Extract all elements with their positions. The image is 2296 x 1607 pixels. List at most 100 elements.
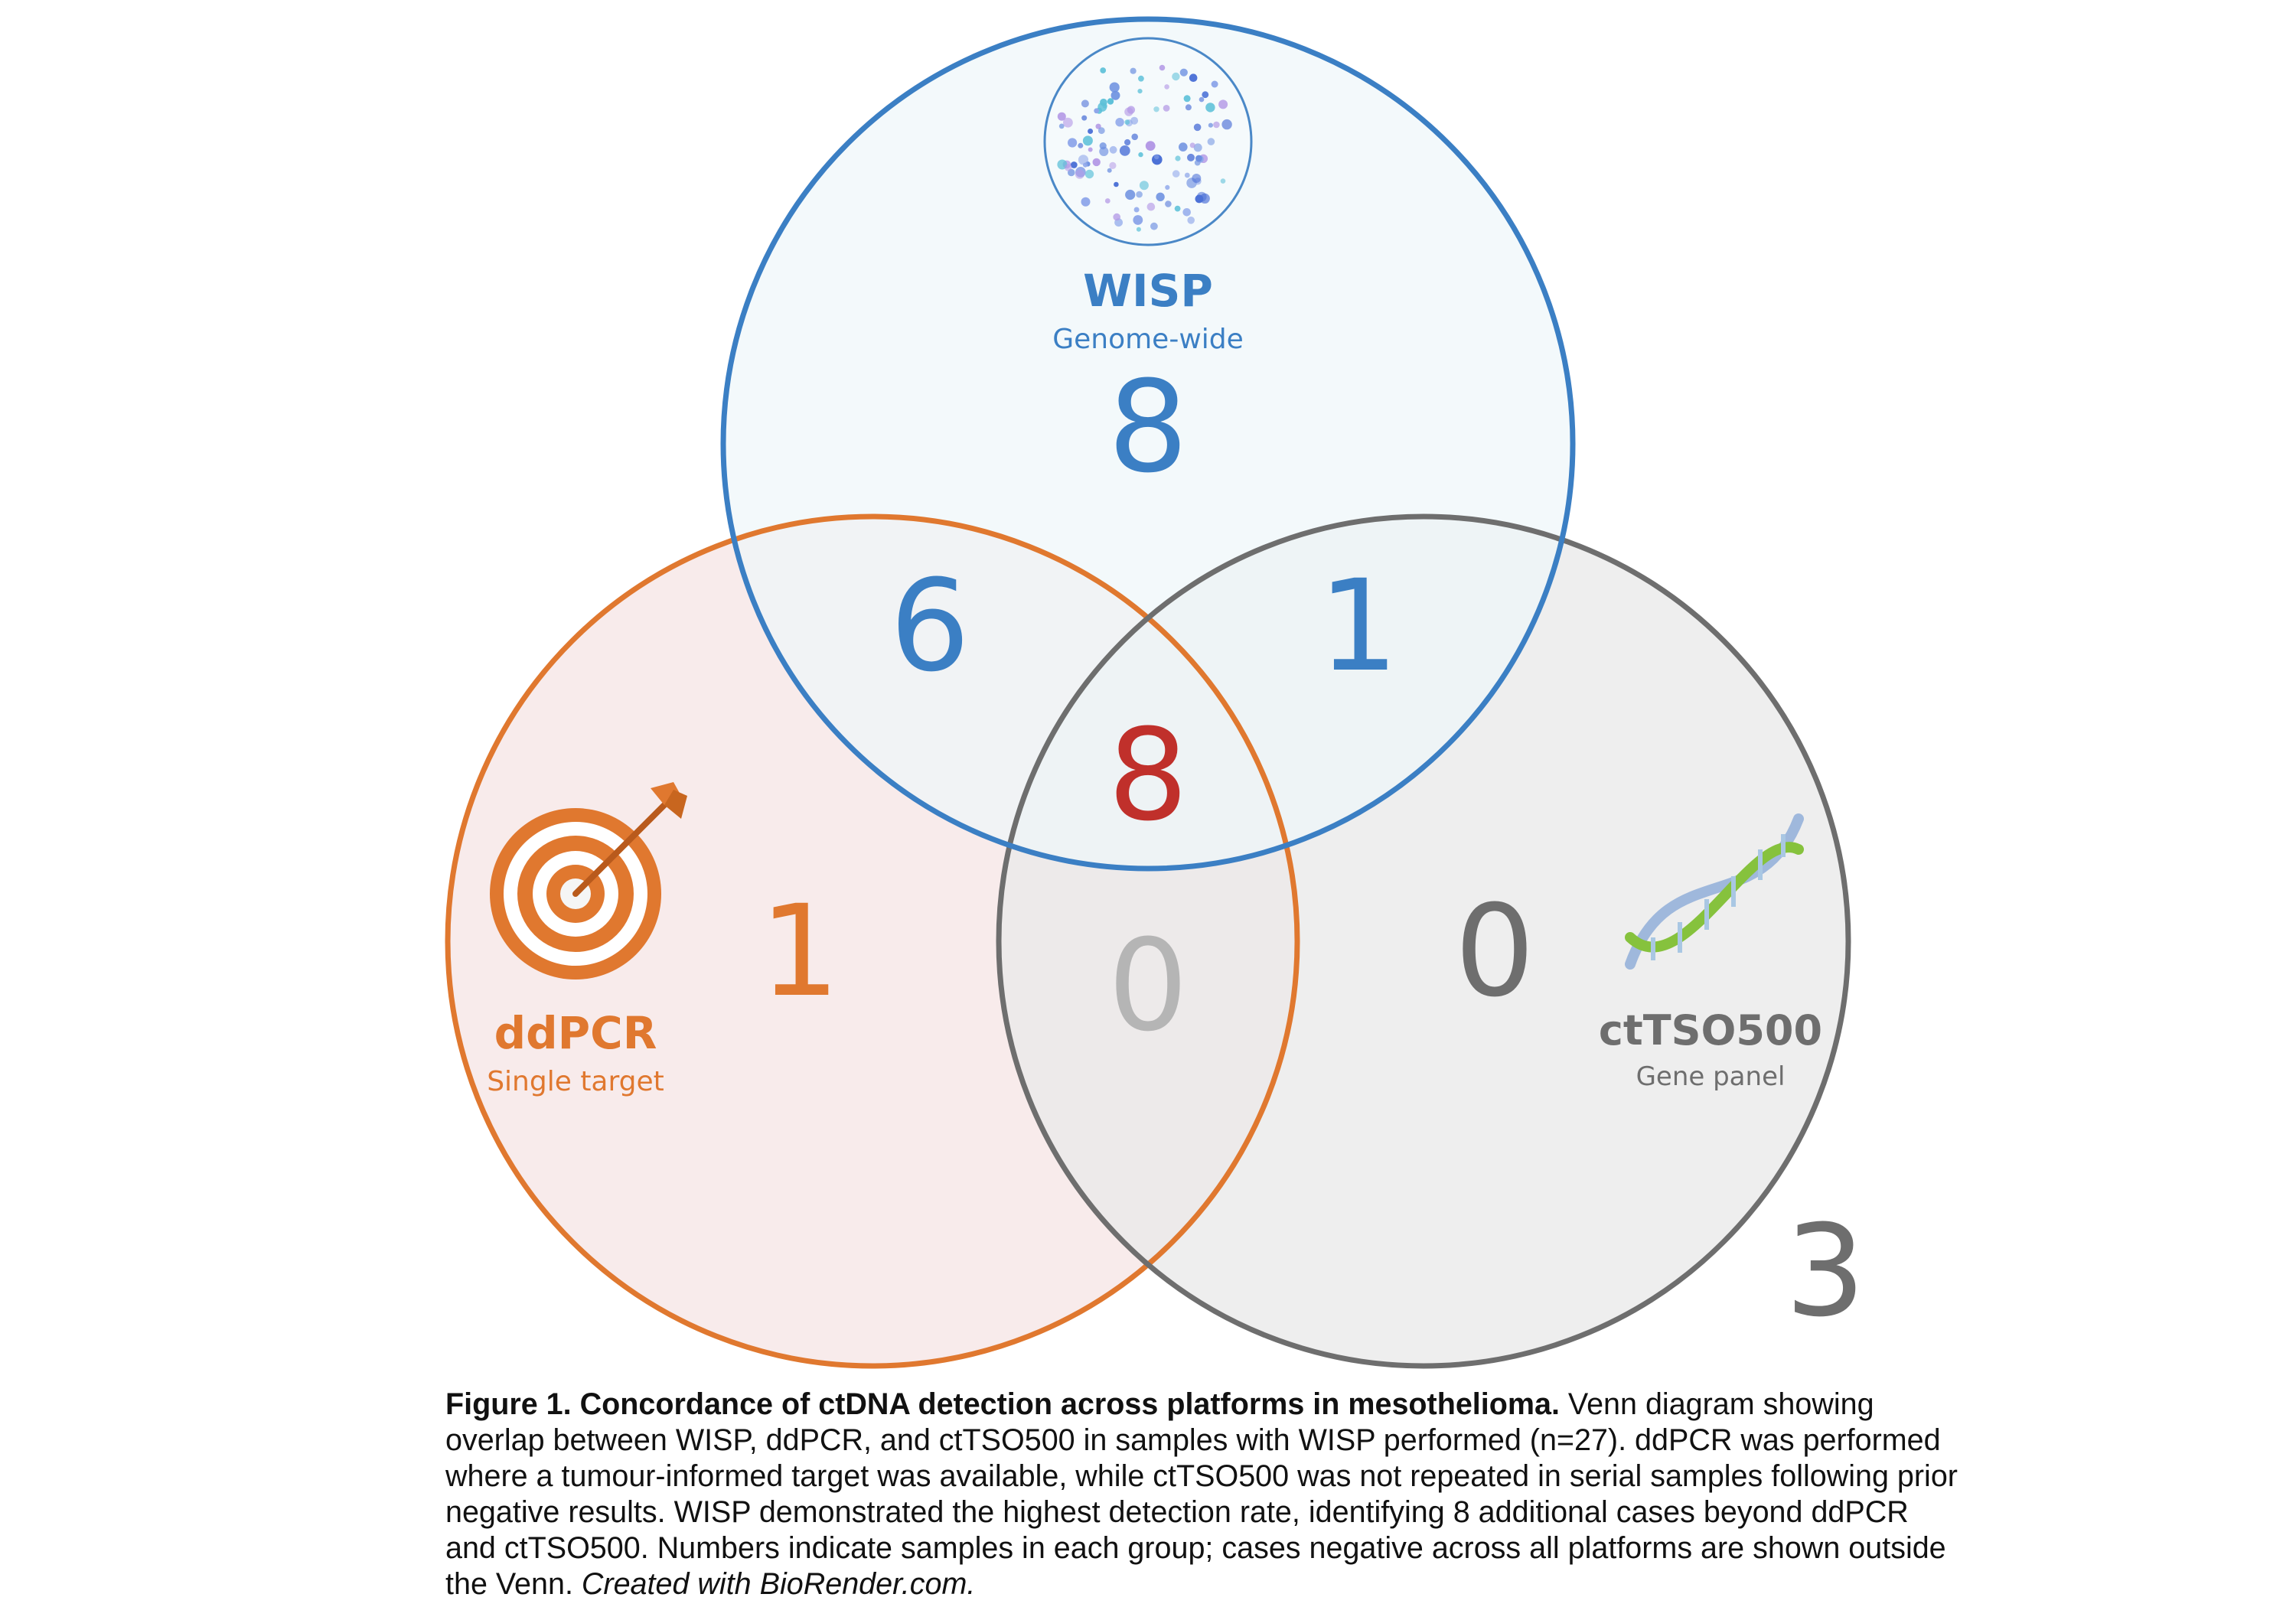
- sphere-dot: [1057, 112, 1066, 121]
- sphere-dot: [1107, 98, 1114, 105]
- sphere-dot: [1084, 169, 1094, 179]
- sphere-dot: [1165, 200, 1172, 207]
- sphere-dot: [1130, 67, 1137, 74]
- ddpcr-subtitle: Single target: [487, 1066, 664, 1097]
- sphere-dot: [1163, 105, 1170, 112]
- sphere-dot: [1109, 82, 1120, 93]
- count-cttso-only: 0: [1455, 878, 1535, 1025]
- sphere-dot: [1124, 107, 1133, 116]
- sphere-dot: [1172, 170, 1180, 178]
- sphere-dot: [1150, 222, 1158, 230]
- sphere-dot: [1145, 141, 1156, 152]
- sphere-dot: [1221, 119, 1232, 130]
- caption-title: Figure 1. Concordance of ctDNA detection…: [445, 1387, 1560, 1421]
- sphere-dot: [1100, 98, 1107, 106]
- sphere-dot: [1078, 142, 1084, 148]
- sphere-dot: [1179, 142, 1188, 152]
- sphere-dot: [1125, 189, 1136, 200]
- sphere-dot: [1092, 158, 1101, 167]
- sphere-dot: [1195, 194, 1204, 204]
- sphere-dot: [1159, 64, 1166, 71]
- target-arrow-icon: [490, 782, 687, 980]
- wisp-circle: [720, 16, 1576, 872]
- sphere-dot: [1131, 133, 1138, 141]
- sphere-dot: [1153, 154, 1159, 160]
- sphere-dot: [1193, 123, 1202, 132]
- wisp-circle-fill: [723, 19, 1573, 869]
- sphere-dot: [1175, 155, 1181, 161]
- sphere-dot: [1109, 145, 1117, 154]
- sphere-dot: [1220, 178, 1226, 184]
- sphere-dot: [1082, 135, 1093, 146]
- sphere-dot: [1124, 139, 1131, 146]
- sphere-dot: [1081, 197, 1091, 207]
- sphere-dot: [1081, 99, 1089, 108]
- sphere-dot: [1179, 68, 1188, 77]
- count-wisp-only: 8: [1108, 354, 1189, 500]
- sphere-dot: [1185, 104, 1192, 111]
- sphere-dot: [1153, 106, 1159, 112]
- sphere-dot: [1137, 89, 1143, 94]
- sphere-dot: [1182, 208, 1191, 217]
- sphere-dot: [1164, 84, 1169, 90]
- sphere-dot: [1202, 91, 1209, 99]
- sphere-dot: [1138, 75, 1144, 82]
- sphere-dot: [1165, 184, 1170, 190]
- sphere-dot: [1119, 145, 1130, 156]
- cttso-subtitle: Gene panel: [1636, 1061, 1786, 1092]
- sphere-dot: [1110, 90, 1120, 100]
- sphere-dot: [1213, 121, 1220, 129]
- count-all-three: 8: [1108, 702, 1189, 849]
- sphere-dot: [1183, 95, 1191, 103]
- sphere-dot: [1146, 202, 1156, 211]
- sphere-dot: [1193, 143, 1202, 152]
- cttso-title: ctTSO500: [1599, 1006, 1822, 1054]
- count-outside: 3: [1786, 1198, 1866, 1345]
- dna-helix-icon: [1625, 813, 1804, 970]
- dotted-sphere-icon: [1043, 37, 1253, 246]
- sphere-dot: [1114, 181, 1119, 187]
- caption-body: Venn diagram showing overlap between WIS…: [445, 1387, 1958, 1601]
- sphere-dot: [1195, 155, 1202, 162]
- ddpcr-title: ddPCR: [494, 1007, 657, 1059]
- sphere-dot: [1133, 215, 1143, 225]
- sphere-dot: [1192, 174, 1202, 183]
- sphere-dot: [1094, 108, 1100, 114]
- sphere-dot: [1064, 164, 1072, 171]
- sphere-dot: [1187, 217, 1195, 224]
- wisp-title: WISP: [1083, 265, 1213, 317]
- sphere-dot: [1099, 146, 1109, 156]
- sphere-dot: [1211, 80, 1218, 88]
- sphere-dot: [1199, 96, 1205, 103]
- sphere-dot: [1083, 162, 1088, 168]
- sphere-dot: [1058, 123, 1065, 129]
- count-wisp-ddpcr: 6: [890, 553, 970, 699]
- sphere-dot: [1124, 119, 1130, 125]
- sphere-dot: [1205, 103, 1215, 112]
- sphere-dot: [1070, 161, 1078, 168]
- sphere-dot: [1218, 99, 1228, 109]
- sphere-dot: [1107, 168, 1112, 173]
- sphere-dot: [1100, 67, 1107, 73]
- sphere-dot: [1097, 127, 1105, 135]
- figure-caption: Figure 1. Concordance of ctDNA detection…: [445, 1387, 1961, 1602]
- venn-diagram: WISP Genome-wide ddPCR Single target ctT…: [445, 16, 1866, 1369]
- cttso-circle: [996, 513, 1851, 1369]
- sphere-dot: [1104, 198, 1110, 204]
- count-wisp-cttso: 1: [1319, 553, 1399, 699]
- sphere-dot: [1081, 115, 1088, 121]
- sphere-dot: [1088, 129, 1094, 134]
- sphere-dot: [1088, 147, 1093, 152]
- sphere-dot: [1172, 72, 1180, 81]
- sphere-dot: [1189, 142, 1195, 148]
- count-ddpcr-only: 1: [760, 878, 840, 1025]
- sphere-dot: [1063, 117, 1073, 128]
- sphere-dot: [1113, 213, 1120, 221]
- sphere-dot: [1133, 207, 1140, 213]
- sphere-dot: [1115, 118, 1124, 127]
- sphere-dot: [1136, 227, 1141, 232]
- wisp-subtitle: Genome-wide: [1052, 324, 1244, 355]
- sphere-dot: [1138, 152, 1143, 158]
- sphere-dot: [1189, 73, 1198, 82]
- sphere-dot: [1139, 181, 1149, 191]
